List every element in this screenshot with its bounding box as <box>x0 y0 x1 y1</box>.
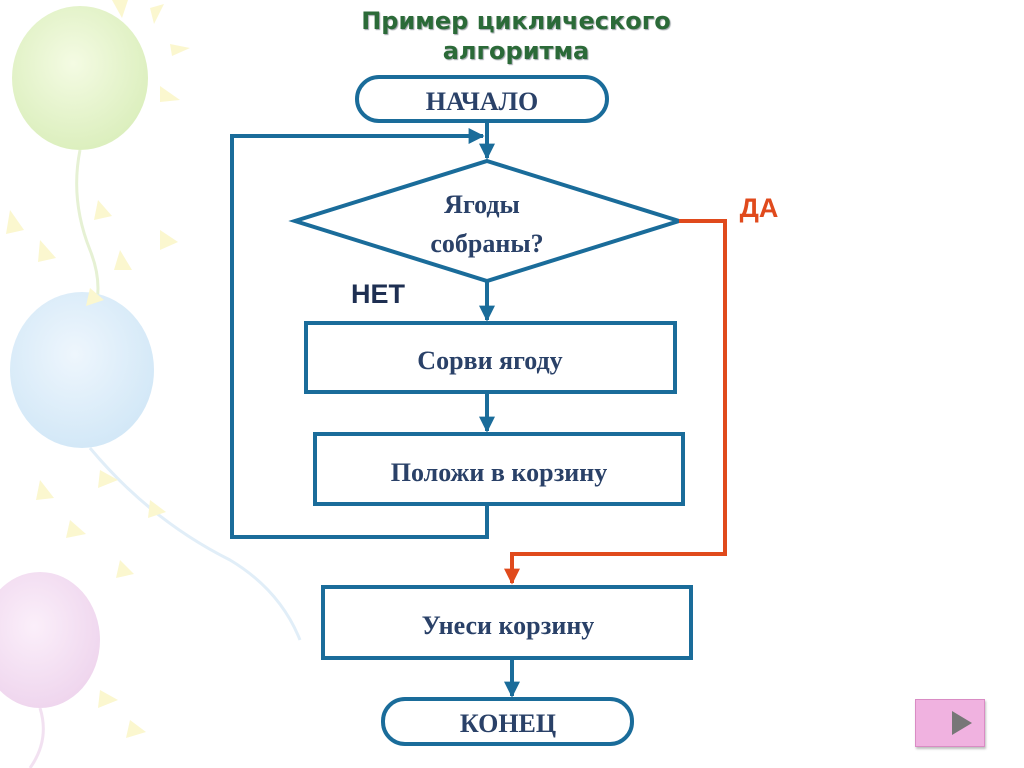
process-carry-basket: Унеси корзину <box>321 585 693 660</box>
blue-balloon-icon <box>10 292 302 641</box>
process-put-in-basket: Положи в корзину <box>313 432 685 506</box>
next-slide-button[interactable] <box>915 699 985 747</box>
branch-no-label: НЕТ <box>351 279 406 309</box>
step2-label: Положи в корзину <box>391 458 608 487</box>
end-terminal: КОНЕЦ <box>381 697 634 746</box>
start-terminal: НАЧАЛО <box>355 75 609 123</box>
branch-yes-label: ДА <box>740 193 779 223</box>
condition-line1: Ягоды <box>444 190 520 219</box>
process-pick-berry: Сорви ягоду <box>304 321 677 394</box>
start-label: НАЧАЛО <box>426 87 539 116</box>
condition-line2: собраны? <box>430 229 543 258</box>
pink-balloon-icon <box>0 572 100 768</box>
connector-yes-branch <box>504 219 727 585</box>
slide-title: Пример циклического алгоритма <box>256 6 776 66</box>
play-arrow-icon <box>952 711 972 735</box>
step3-label: Унеси корзину <box>422 611 595 640</box>
sun-rays-icon <box>6 0 190 738</box>
slide-title-line1: Пример циклического <box>361 7 671 35</box>
end-label: КОНЕЦ <box>460 709 556 738</box>
slide-title-line2: алгоритма <box>442 37 590 65</box>
step1-label: Сорви ягоду <box>417 346 562 375</box>
decision-diamond: Ягоды собраны? <box>288 158 686 284</box>
loop-back-connector <box>230 128 489 539</box>
